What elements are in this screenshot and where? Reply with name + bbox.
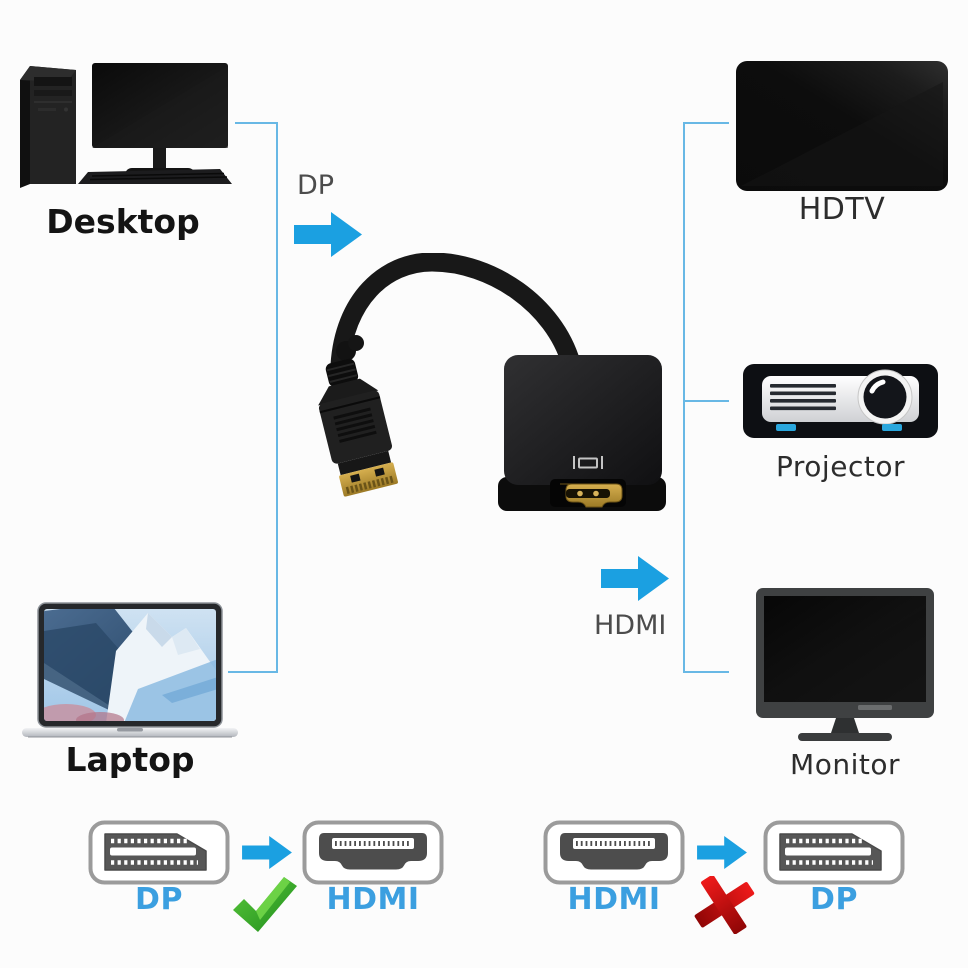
- dp-male-connector: [318, 358, 398, 497]
- right-arrow-icon: [697, 836, 747, 869]
- adapter-cable: [330, 253, 581, 375]
- dp-to-hdmi-adapter-image: [318, 253, 666, 511]
- hdmi-port-label: HDMI: [567, 882, 661, 917]
- projector-label: Projector: [776, 450, 905, 483]
- check-icon: [233, 877, 297, 932]
- laptop-label: Laptop: [65, 740, 195, 779]
- right-arrow-icon: [242, 836, 292, 869]
- dp-right-arrow-icon: [294, 212, 362, 257]
- connector-line-projector: [685, 400, 729, 402]
- desktop-computer-icon: [19, 62, 232, 189]
- dp-flow-label: DP: [297, 170, 335, 201]
- hdmi-connector-icon: [302, 820, 444, 885]
- monitor-label: Monitor: [790, 748, 900, 781]
- hdmi-flow-label: HDMI: [594, 610, 667, 641]
- laptop-icon: [22, 601, 238, 743]
- hdtv-label: HDTV: [798, 192, 886, 227]
- dp-port-label: DP: [135, 882, 183, 917]
- connector-line-monitor: [685, 671, 729, 673]
- hdmi-female-housing: [498, 355, 666, 511]
- hdmi-right-arrow-icon: [601, 556, 669, 601]
- dp-port-label: DP: [810, 882, 858, 917]
- connector-line-hdtv: [685, 122, 729, 124]
- monitor-icon: [756, 588, 934, 741]
- connector-line-laptop: [228, 671, 278, 673]
- connector-line-desktop: [235, 122, 278, 124]
- dp-connector-icon: [763, 820, 905, 885]
- connector-line-right-vertical: [683, 122, 685, 673]
- connector-line-left-vertical: [276, 122, 278, 673]
- hdtv-icon: [736, 61, 948, 191]
- projector-icon: [742, 363, 939, 439]
- cross-icon: [692, 876, 756, 934]
- desktop-label: Desktop: [46, 202, 200, 241]
- hdmi-port-label: HDMI: [326, 882, 420, 917]
- hdmi-connector-icon: [543, 820, 685, 885]
- dp-connector-icon: [88, 820, 230, 885]
